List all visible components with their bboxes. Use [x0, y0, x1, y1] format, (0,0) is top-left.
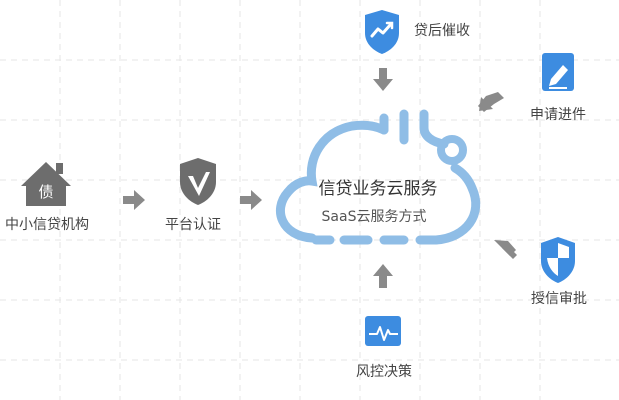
- node-label-collection: 贷后催收: [414, 23, 470, 39]
- arrow-from-collection: [373, 68, 393, 91]
- arrow-from-application-head: [479, 97, 493, 111]
- arrow-from-credit-tail: [502, 244, 517, 259]
- shield-icon: [541, 237, 575, 283]
- shield-v-icon: [180, 158, 216, 205]
- node-label-application: 申请进件: [530, 107, 586, 123]
- center-title: 信贷业务云服务: [319, 179, 438, 199]
- arrow-from-risk: [373, 264, 393, 288]
- document-pen-icon: [542, 53, 574, 91]
- house-icon: 债: [21, 162, 71, 206]
- node-label-risk: 风控决策: [356, 363, 412, 380]
- house-icon-glyph: 债: [38, 183, 53, 201]
- arrow-to-platform: [123, 190, 145, 210]
- shield-trend-icon: [365, 10, 399, 54]
- node-label-credit: 授信审批: [531, 291, 587, 307]
- arrow-to-cloud: [240, 190, 262, 210]
- monitor-pulse-icon: [365, 316, 401, 346]
- node-label-institution: 中小信贷机构: [5, 217, 89, 233]
- cloud-node-icon: [437, 135, 467, 165]
- center-subtitle: SaaS云服务方式: [322, 209, 427, 225]
- node-label-platform: 平台认证: [165, 217, 221, 233]
